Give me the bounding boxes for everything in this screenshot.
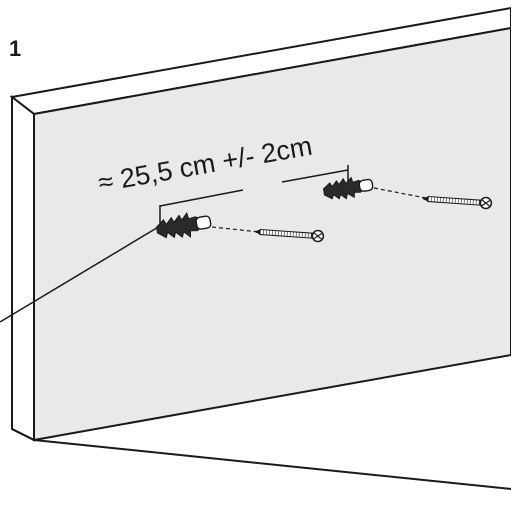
wall-plug-icon	[155, 212, 212, 239]
wall-side-edge	[11, 94, 35, 442]
right-fixing	[322, 176, 493, 210]
wall-plug-icon	[322, 176, 374, 200]
left-fixing	[155, 212, 325, 243]
left-insert-path	[211, 226, 261, 233]
dimension-line-left	[159, 189, 244, 207]
dimension-line-right	[281, 169, 349, 183]
screw-icon	[422, 195, 493, 210]
floor-corner	[11, 428, 35, 441]
callout-leader-line	[0, 225, 161, 323]
screw-icon	[254, 228, 325, 243]
step-number: 1	[9, 36, 22, 61]
wall-panel	[9, 6, 511, 490]
floor-line	[33, 439, 511, 490]
right-insert-path	[373, 187, 427, 199]
